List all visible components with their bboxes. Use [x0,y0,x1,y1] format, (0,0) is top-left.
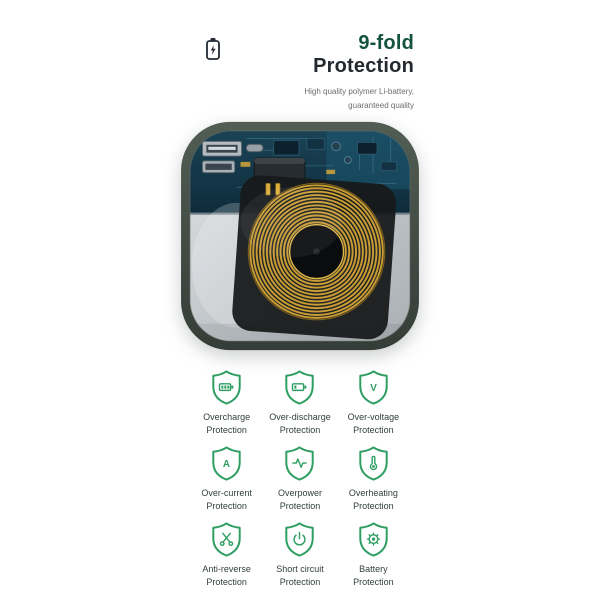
protection-item: Over-discharge Protection [267,369,332,437]
protection-item: A Over-current Protection [194,445,259,513]
overpower-shield-icon [285,446,315,481]
protection-label-line2: Protection [353,425,394,436]
protection-label-line1: Battery [359,564,388,575]
circuit-components [240,138,397,175]
over-voltage-shield-icon: V [359,370,388,405]
protection-label-line2: Protection [279,501,321,512]
protection-label: Overcharge Protection [203,411,250,437]
overheating-shield-icon [359,446,388,481]
protection-item: Battery Protection [341,521,406,589]
protection-label-line1: Over-voltage [347,412,400,422]
protection-item: Overpower Protection [267,445,332,513]
protection-item: Anti-reverse Protection [194,521,259,589]
protection-label-line1: Over-discharge [269,412,331,422]
protection-label-line1: Short circuit [276,564,324,575]
protection-label: Anti-reverse Protection [202,563,251,589]
svg-text:V: V [370,383,377,394]
subtitle-line1: High quality polymer Li-battery, [304,87,414,96]
usb-ports [202,140,264,174]
protection-item: Overheating Protection [341,445,406,513]
over-discharge-shield-icon [285,370,315,405]
overcharge-shield-icon [212,370,241,405]
protection-label-line2: Protection [206,501,247,512]
over-current-shield-icon: A [212,446,241,481]
title-block: 9-fold Protection High quality polymer L… [304,32,414,113]
power-bank-image [181,121,419,351]
protection-label: Short circuit Protection [276,563,324,589]
protection-label-line2: Protection [279,425,321,436]
subtitle: High quality polymer Li-battery, guarant… [304,85,414,113]
protection-label-line2: Protection [279,577,321,588]
protection-item: Overcharge Protection [194,369,259,437]
page-title-line1: 9-fold [358,32,414,54]
protection-item: Short circuit Protection [267,521,332,589]
content-column: 9-fold Protection High quality polymer L… [174,0,426,589]
svg-text:A: A [223,459,230,470]
protection-label-line1: Overpower [277,488,322,499]
protection-label: Over-current Protection [201,487,252,513]
protection-grid: Overcharge Protection Over-discharge Pro… [194,369,406,589]
protection-label: Over-discharge Protection [269,411,331,437]
protection-label-line1: Anti-reverse [202,564,251,575]
protection-label-line2: Protection [206,577,247,588]
anti-reverse-shield-icon [212,522,241,557]
protection-label-line2: Protection [353,501,394,512]
product-image [174,119,426,353]
protection-label-line1: Over-current [201,488,252,499]
subtitle-line2: guaranteed quality [348,101,414,110]
header: 9-fold Protection High quality polymer L… [174,28,426,113]
protection-label: Battery Protection [353,563,394,589]
battery-charging-icon [206,38,220,60]
page-title-line2: Protection [313,55,414,77]
short-circuit-shield-icon [285,522,315,557]
protection-label-line2: Protection [206,425,247,436]
protection-label: Overheating Protection [349,487,398,513]
protection-label: Over-voltage Protection [348,411,400,437]
coil-windings [249,184,384,319]
battery-shield-icon [359,522,388,557]
protection-label-line1: Overcharge [203,412,251,422]
protection-label-line1: Overheating [348,488,398,499]
coil-contact-pin [265,183,271,196]
protection-label: Overpower Protection [278,487,322,513]
protection-item: V Over-voltage Protection [341,369,406,437]
wireless-charging-coil [232,175,397,340]
protection-label-line2: Protection [353,577,394,588]
